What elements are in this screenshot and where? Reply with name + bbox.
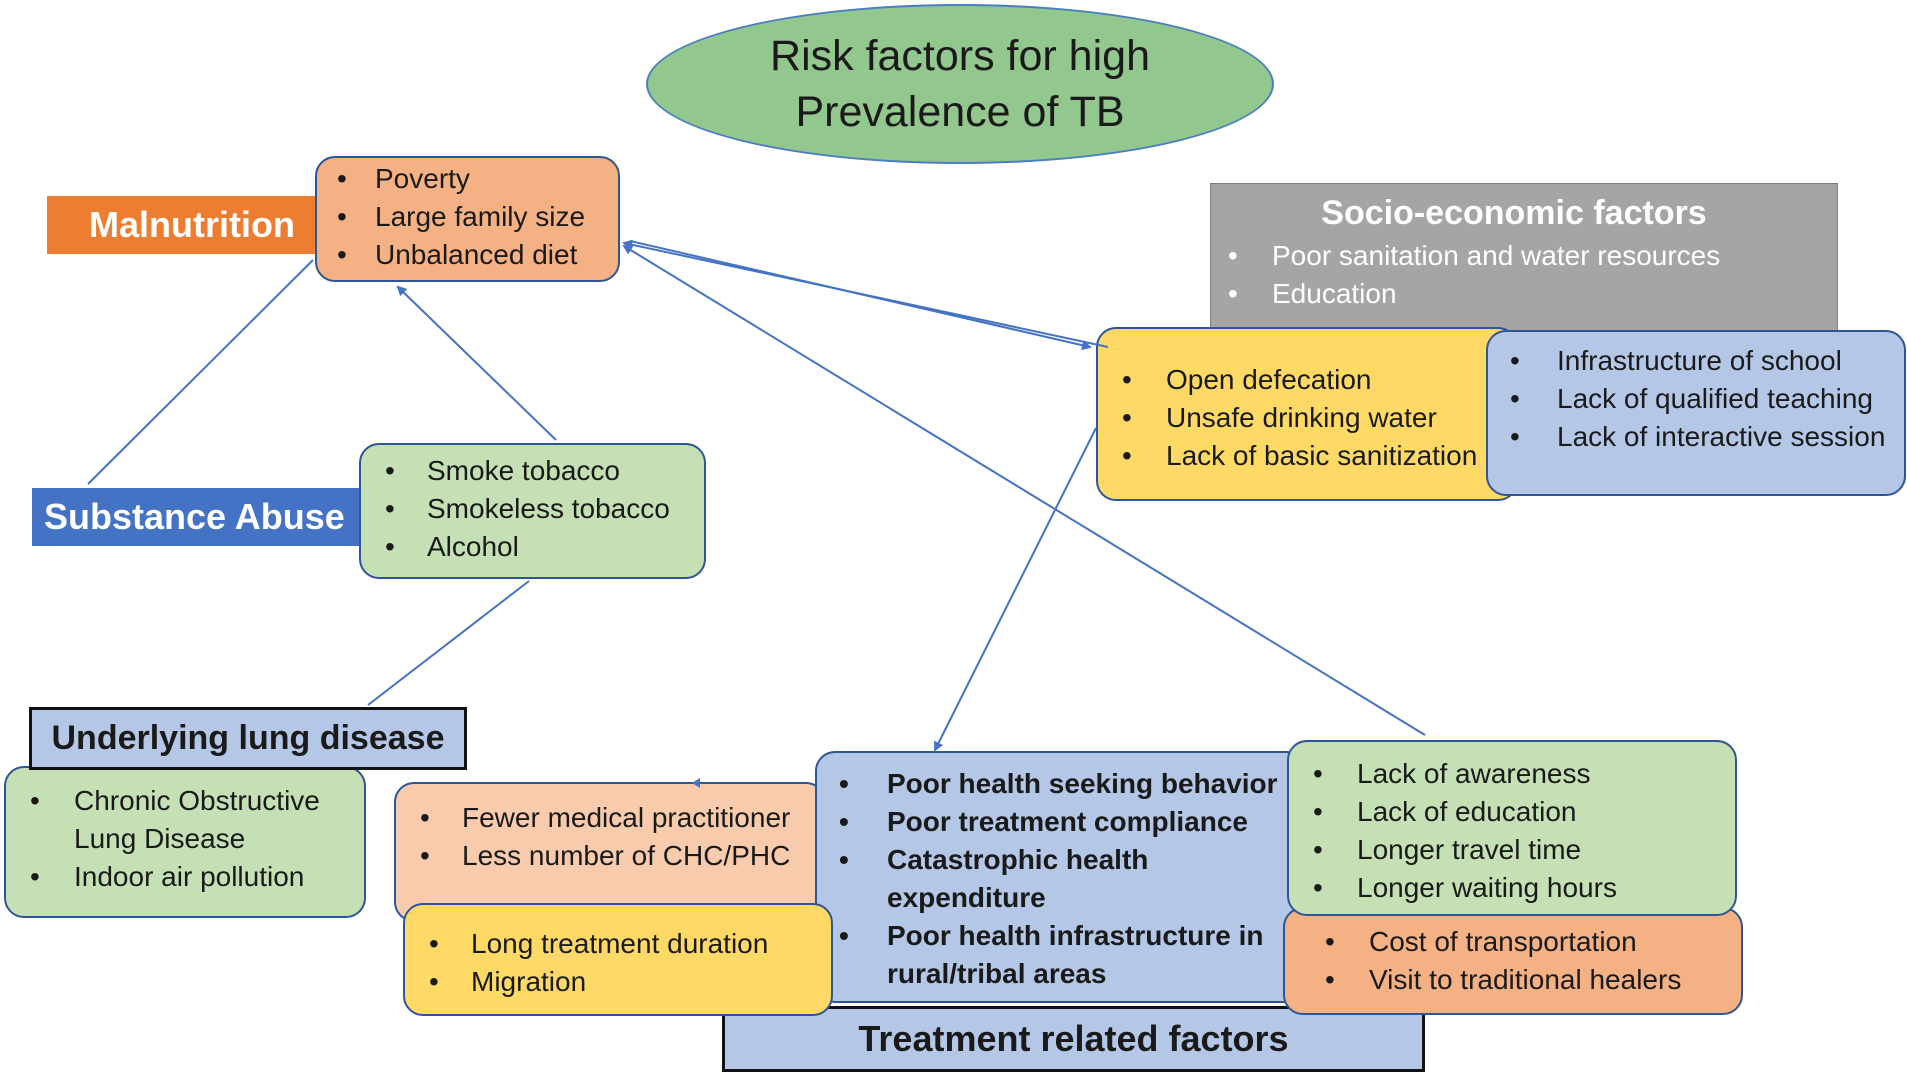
list-item: Poor health infrastructure in rural/trib… xyxy=(817,917,1305,993)
title-line-2: Prevalence of TB xyxy=(795,88,1125,136)
malnutrition-label: Malnutrition xyxy=(47,196,327,254)
education-box: Infrastructure of school Lack of qualifi… xyxy=(1486,330,1906,496)
awareness-box: Lack of awareness Lack of education Long… xyxy=(1287,740,1737,916)
treatment-duration-box: Long treatment duration Migration xyxy=(403,903,833,1016)
arrow-sanitation-to-malnutrition xyxy=(622,239,1109,348)
list-item: Lack of basic sanitization xyxy=(1098,437,1516,475)
cost-box: Cost of transportation Visit to traditio… xyxy=(1283,907,1743,1015)
substance-abuse-box: Smoke tobacco Smokeless tobacco Alcohol xyxy=(359,443,706,579)
list-item: Lack of education xyxy=(1289,793,1735,831)
list-item: Unsafe drinking water xyxy=(1098,399,1516,437)
education-list: Infrastructure of school Lack of qualifi… xyxy=(1488,342,1904,456)
list-item: Poor health seeking behavior xyxy=(817,765,1305,803)
malnutrition-box: Poverty Large family size Unbalanced die… xyxy=(315,156,620,282)
practitioner-list: Fewer medical practitioner Less number o… xyxy=(396,799,824,875)
list-item: Long treatment duration xyxy=(405,925,831,963)
treatment-duration-list: Long treatment duration Migration xyxy=(405,925,831,1001)
socio-economic-list: Poor sanitation and water resources Educ… xyxy=(1211,237,1837,313)
arrow-substance-to-malnutrition xyxy=(396,285,557,441)
health-behavior-list: Poor health seeking behavior Poor treatm… xyxy=(817,765,1305,993)
title-line-1: Risk factors for high xyxy=(770,32,1150,80)
list-item: Migration xyxy=(405,963,831,1001)
list-item: Unbalanced diet xyxy=(317,236,618,274)
list-item: Poor treatment compliance xyxy=(817,803,1305,841)
list-item: Longer travel time xyxy=(1289,831,1735,869)
list-item: Indoor air pollution xyxy=(6,858,364,896)
list-item: Large family size xyxy=(317,198,618,236)
list-item: Infrastructure of school xyxy=(1488,342,1904,380)
practitioner-box: Fewer medical practitioner Less number o… xyxy=(394,782,826,922)
connector-malnutrition-substance xyxy=(87,259,314,485)
treatment-factors-label: Treatment related factors xyxy=(722,1006,1425,1072)
lung-disease-label: Underlying lung disease xyxy=(29,707,467,770)
substance-abuse-label: Substance Abuse xyxy=(32,488,372,546)
awareness-list: Lack of awareness Lack of education Long… xyxy=(1289,755,1735,907)
arrow-malnutrition-to-sanitation xyxy=(629,240,1092,351)
list-item: Poverty xyxy=(317,160,618,198)
diagram-title: Risk factors for high Prevalence of TB xyxy=(646,4,1274,164)
list-item: Less number of CHC/PHC xyxy=(396,837,824,875)
sanitation-list: Open defecation Unsafe drinking water La… xyxy=(1098,361,1516,475)
connector-substance-lung xyxy=(367,580,530,706)
cost-list: Cost of transportation Visit to traditio… xyxy=(1285,923,1741,999)
list-item: Poor sanitation and water resources xyxy=(1211,237,1837,275)
list-item: Smokeless tobacco xyxy=(361,490,704,528)
list-item: Fewer medical practitioner xyxy=(396,799,824,837)
list-item: Cost of transportation xyxy=(1285,923,1741,961)
lung-disease-list: Chronic Obstructive Lung Disease Indoor … xyxy=(6,782,364,896)
list-item: Chronic Obstructive Lung Disease xyxy=(6,782,364,858)
list-item: Lack of interactive session xyxy=(1488,418,1904,456)
list-item: Catastrophic health expenditure xyxy=(817,841,1305,917)
list-item: Visit to traditional healers xyxy=(1285,961,1741,999)
list-item: Open defecation xyxy=(1098,361,1516,399)
list-item: Education xyxy=(1211,275,1837,313)
lung-disease-box: Chronic Obstructive Lung Disease Indoor … xyxy=(4,766,366,918)
list-item: Lack of qualified teaching xyxy=(1488,380,1904,418)
list-item: Longer waiting hours xyxy=(1289,869,1735,907)
malnutrition-list: Poverty Large family size Unbalanced die… xyxy=(317,160,618,274)
list-item: Alcohol xyxy=(361,528,704,566)
sanitation-box: Open defecation Unsafe drinking water La… xyxy=(1096,327,1518,501)
socio-economic-header: Socio-economic factors Poor sanitation a… xyxy=(1210,183,1838,335)
list-item: Lack of awareness xyxy=(1289,755,1735,793)
substance-abuse-list: Smoke tobacco Smokeless tobacco Alcohol xyxy=(361,452,704,566)
health-behavior-box: Poor health seeking behavior Poor treatm… xyxy=(815,751,1307,1003)
list-item: Smoke tobacco xyxy=(361,452,704,490)
arrow-sanitation-to-health xyxy=(934,427,1097,752)
socio-economic-label: Socio-economic factors xyxy=(1321,194,1707,232)
